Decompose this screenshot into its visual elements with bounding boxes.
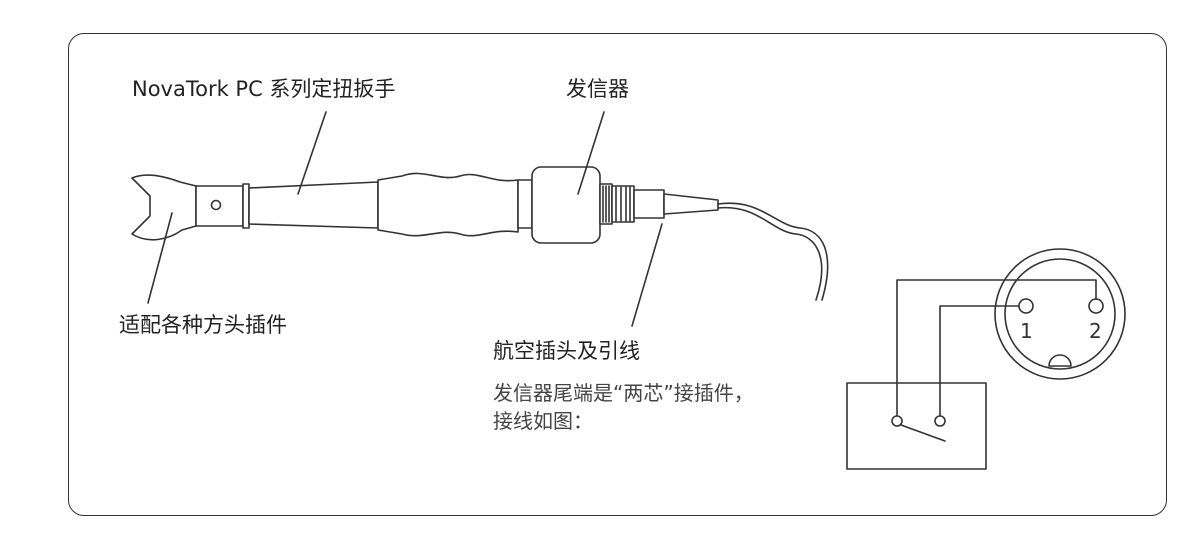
aviation-plug-body <box>633 189 665 219</box>
wire-pin2 <box>896 279 1097 417</box>
note-line-1: 发信器尾端是“两芯”接插件， <box>493 381 754 405</box>
leader-wrench <box>297 111 327 195</box>
note-line-2: 接线如图： <box>493 409 593 433</box>
switch-blade <box>900 424 946 442</box>
connector-outer-ring <box>994 248 1126 380</box>
wrench-shaft-collar <box>195 185 244 227</box>
wrench-shaft-ring <box>242 183 250 229</box>
leader-transmitter <box>577 111 605 195</box>
connector-key <box>1048 354 1072 367</box>
diagram-frame <box>68 33 1167 516</box>
pin-1-label: 1 <box>1020 319 1033 343</box>
label-adapter: 适配各种方头插件 <box>119 313 287 337</box>
label-wrench: NovaTork PC 系列定扭扳手 <box>132 77 396 101</box>
thread-lines <box>602 185 610 223</box>
switch-box <box>846 382 987 470</box>
pin-2 <box>1088 298 1104 314</box>
wire-pin1 <box>939 305 1020 417</box>
transmitter-body <box>531 166 601 244</box>
collar-hole <box>210 199 222 211</box>
leader-adapter <box>147 212 173 304</box>
leader-connector <box>631 223 663 327</box>
cable <box>717 202 829 301</box>
pin-2-label: 2 <box>1089 319 1102 343</box>
switch-contact-right <box>934 415 946 427</box>
plug-nut-knurl <box>615 186 631 222</box>
wrench-grip <box>377 172 519 237</box>
cable-strain-relief <box>663 193 719 215</box>
label-connector: 航空插头及引线 <box>493 339 640 363</box>
label-transmitter: 发信器 <box>566 77 629 101</box>
wrench-shaft-tube <box>248 181 379 229</box>
switch-contact-left <box>891 415 903 427</box>
connector-inner-ring <box>1004 258 1116 370</box>
grip-end <box>517 179 533 229</box>
wrench-head <box>131 174 197 241</box>
cable-inner <box>717 206 823 301</box>
pin-1 <box>1018 298 1034 314</box>
